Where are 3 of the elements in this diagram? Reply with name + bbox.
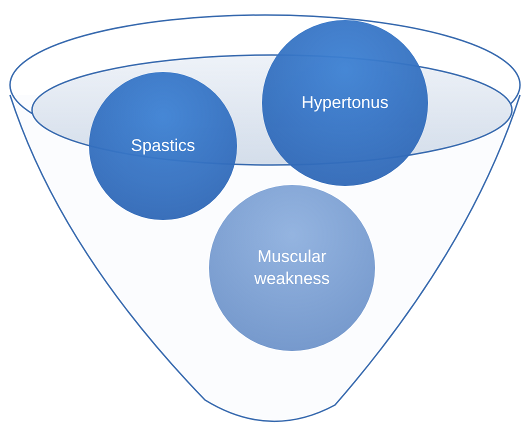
circle-label: Hypertonus (302, 92, 388, 114)
circle-label: Muscular weakness (253, 246, 331, 290)
circle-label: Spastics (130, 134, 196, 157)
